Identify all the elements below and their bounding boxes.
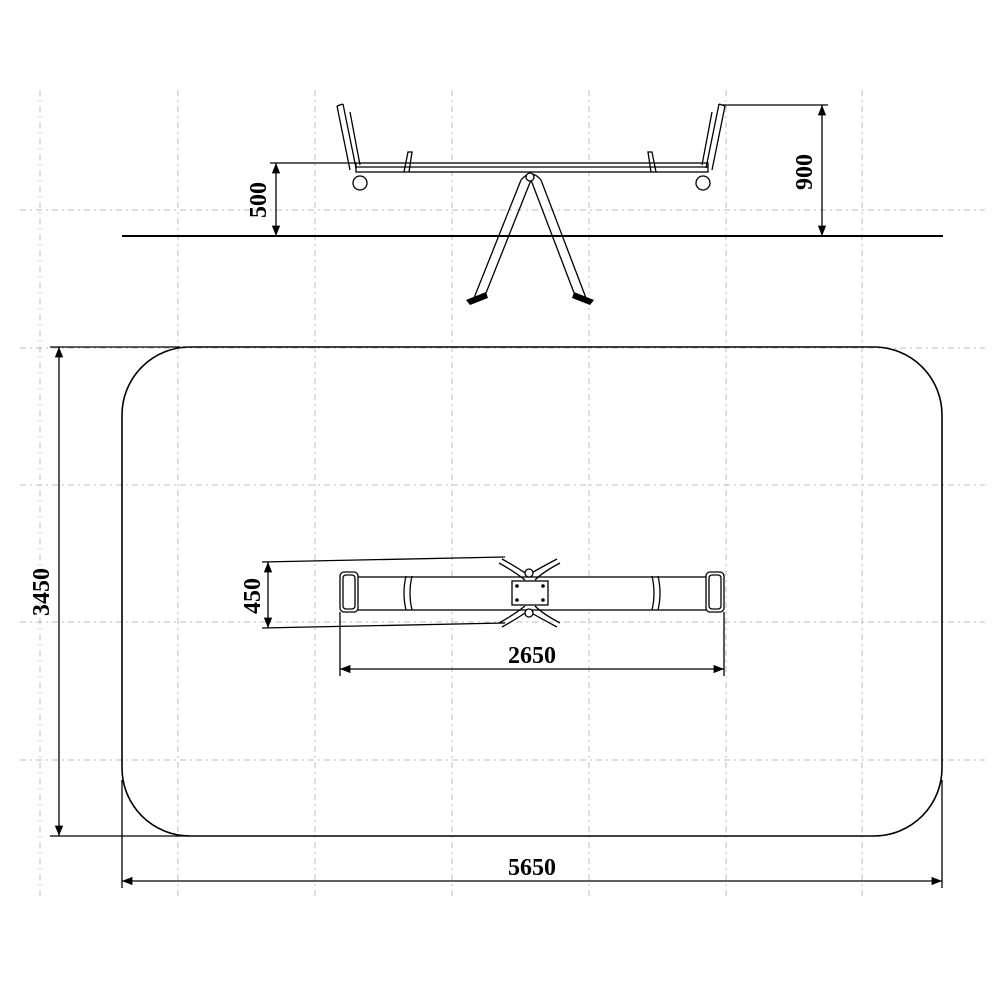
foot-right [572,292,594,305]
dim-beam-length: 2650 [508,643,556,669]
dim-handle-height: 900 [792,154,818,190]
dim-seat-width: 450 [240,578,266,614]
side-elevation: 500 900 [122,103,943,305]
handle-plan-right [651,575,661,611]
handle-left [403,151,413,173]
seat-end-right [705,571,725,613]
seat-end-left [339,571,359,613]
handle-plan-left [403,575,413,611]
plan-view: 450 2650 3450 5650 [29,346,943,888]
foot-left [466,292,488,305]
seat-back-right [701,103,726,171]
support-leg-right [530,179,587,299]
background-grid [20,90,985,900]
handle-right [647,151,657,173]
dim-zone-width: 3450 [29,568,55,616]
support-leg-left [473,179,532,299]
bumper-left [352,175,368,191]
dim-zone-length: 5650 [508,855,556,881]
safety-zone-outline [121,346,943,837]
seat-back-left [336,103,361,171]
dim-seat-height: 500 [246,182,272,218]
bumper-right [695,175,711,191]
